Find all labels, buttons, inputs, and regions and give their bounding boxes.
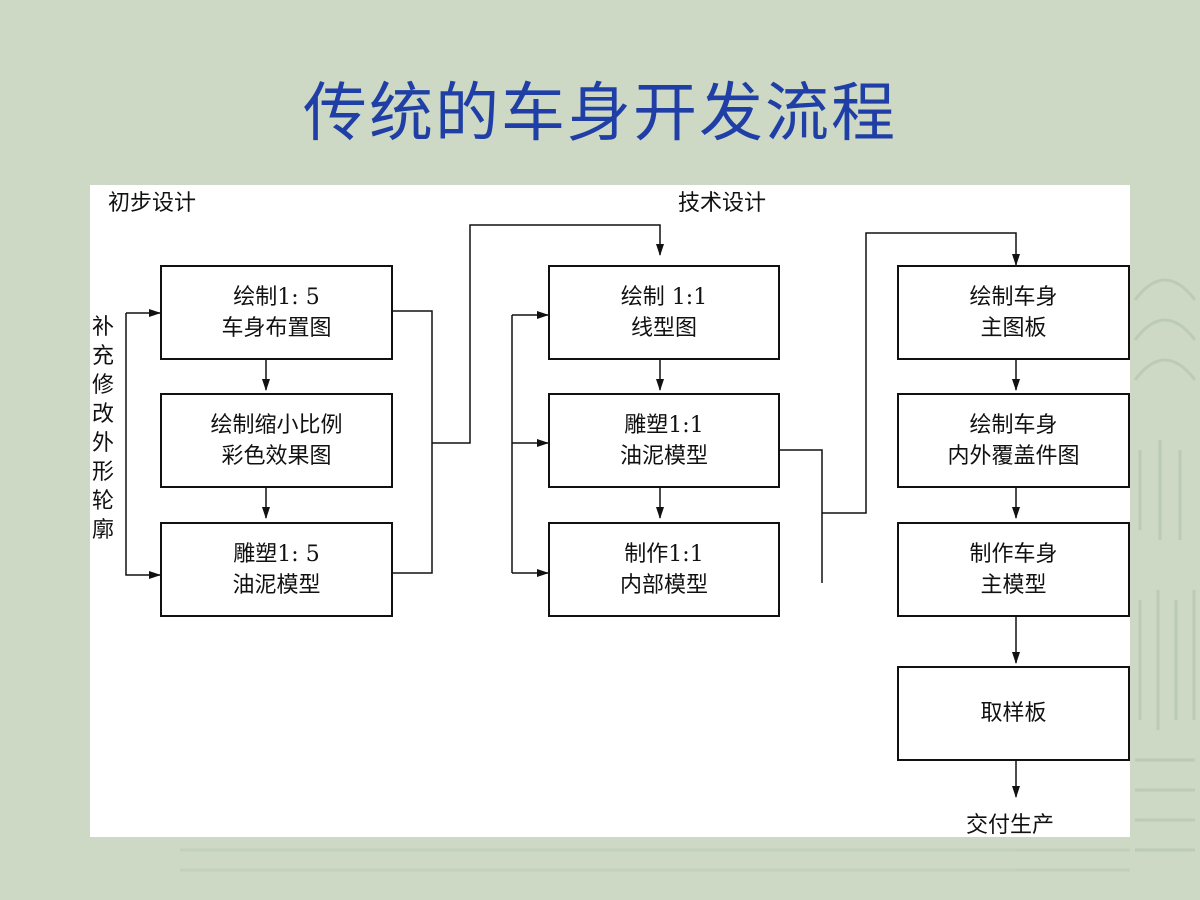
- box-color-rendering: 绘制缩小比例 彩色效果图: [160, 393, 393, 488]
- box-text-line1: 制作1:1: [624, 541, 704, 567]
- box-text-line2: 内部模型: [619, 572, 708, 598]
- box-text-line2: 油泥模型: [232, 572, 321, 598]
- slide-title: 传统的车身开发流程: [303, 77, 897, 151]
- box-templates: 取样板: [897, 666, 1130, 761]
- box-clay-model-1-1: 雕塑1:1 油泥模型: [548, 393, 780, 488]
- box-interior-model-1-1: 制作1:1 内部模型: [548, 522, 780, 617]
- box-text-line1: 绘制 1:1: [620, 284, 708, 310]
- box-text-line1: 雕塑1: 5: [233, 541, 320, 567]
- box-text-line1: 雕塑1:1: [624, 412, 704, 438]
- side-note-revise-contour: 补充修改外形轮廓: [91, 315, 114, 543]
- box-text-line2: 油泥模型: [619, 443, 708, 469]
- flowchart-panel: 初步设计 技术设计 补充修改外形轮廓 绘制1: 5 车身布置图 绘制缩小比例 彩…: [90, 185, 1130, 838]
- box-text-line2: 内外覆盖件图: [947, 443, 1080, 469]
- box-text-line1: 绘制1: 5: [233, 284, 320, 310]
- box-text-line1: 绘制车身: [969, 284, 1058, 310]
- box-text-line1: 取样板: [980, 701, 1047, 726]
- box-text-line2: 彩色效果图: [221, 443, 332, 469]
- box-text-line2: 线型图: [630, 315, 697, 341]
- box-draw-layout-1-5: 绘制1: 5 车身布置图: [160, 265, 393, 360]
- box-text-line2: 主模型: [980, 572, 1047, 598]
- bracket-col1-right: [392, 310, 433, 574]
- box-text-line2: 主图板: [980, 315, 1047, 341]
- box-clay-model-1-5: 雕塑1: 5 油泥模型: [160, 522, 393, 617]
- box-text-line1: 制作车身: [969, 541, 1058, 567]
- box-master-drawing-board: 绘制车身 主图板: [897, 265, 1130, 360]
- connector-lines: [125, 224, 1020, 798]
- stage-label-technical: 技术设计: [678, 191, 767, 216]
- box-panel-drawings: 绘制车身 内外覆盖件图: [897, 393, 1130, 488]
- box-master-model: 制作车身 主模型: [897, 522, 1130, 617]
- box-text-line1: 绘制车身: [969, 412, 1058, 438]
- feedback-bracket: [125, 313, 161, 579]
- final-output-label: 交付生产: [966, 813, 1055, 838]
- connector-col2-right: [780, 449, 823, 583]
- connector-col1-to-col2: [432, 224, 664, 444]
- box-text-line1: 绘制缩小比例: [210, 412, 343, 438]
- box-text-line2: 车身布置图: [221, 315, 332, 341]
- stage-label-preliminary: 初步设计: [108, 191, 197, 216]
- box-line-drawing-1-1: 绘制 1:1 线型图: [548, 265, 780, 360]
- connector-col2-to-col3: [822, 232, 1020, 514]
